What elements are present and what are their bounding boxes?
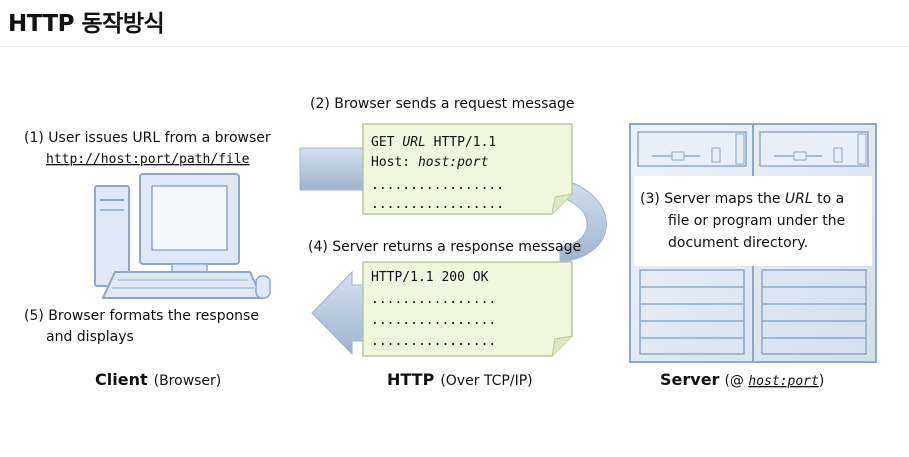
response-line1: HTTP/1.1 200 OK (371, 270, 489, 285)
client-caption-rest: (Browser) (154, 373, 222, 389)
request-label: (2) Browser sends a request message (310, 96, 575, 112)
client-step1-text: (1) User issues URL from a browser (24, 130, 271, 146)
client-step5-text: (5) Browser formats the response (24, 308, 259, 324)
http-caption-bold: HTTP (387, 370, 435, 389)
http-caption-rest: (Over TCP/IP) (440, 373, 532, 389)
server-step3-line3: document directory. (668, 235, 808, 251)
request-dots-2: ................. (371, 197, 504, 212)
request-dots-1: ................. (371, 178, 504, 193)
server-text-panel (634, 176, 872, 266)
client-caption-bold: Client (95, 370, 148, 389)
title-divider (0, 46, 909, 47)
page-title: HTTP 동작방식 (8, 11, 165, 37)
response-dots-2: ................ (371, 313, 496, 328)
client-step5-text-2: and displays (46, 329, 134, 345)
client-url-text: http://host:port/path/file (46, 152, 250, 167)
response-label: (4) Server returns a response message (308, 239, 581, 255)
server-caption-host: host:port (748, 374, 819, 389)
server-caption: Server(@ host:port) (660, 370, 824, 389)
server-caption-bold: Server (660, 370, 720, 389)
server-step3-line2: file or program under the (668, 213, 845, 229)
http-caption: HTTP (Over TCP/IP) (387, 370, 533, 389)
client-computer-icon (94, 173, 271, 299)
response-dots-1: ................ (371, 292, 496, 307)
request-line1: GET URL HTTP/1.1 (371, 135, 496, 150)
request-line2: Host: host:port (371, 155, 489, 170)
response-dots-3: ................ (371, 334, 496, 349)
client-caption: Client (Browser) (95, 370, 221, 389)
server-step3-line1: (3) Server maps the URL to a (640, 191, 844, 207)
